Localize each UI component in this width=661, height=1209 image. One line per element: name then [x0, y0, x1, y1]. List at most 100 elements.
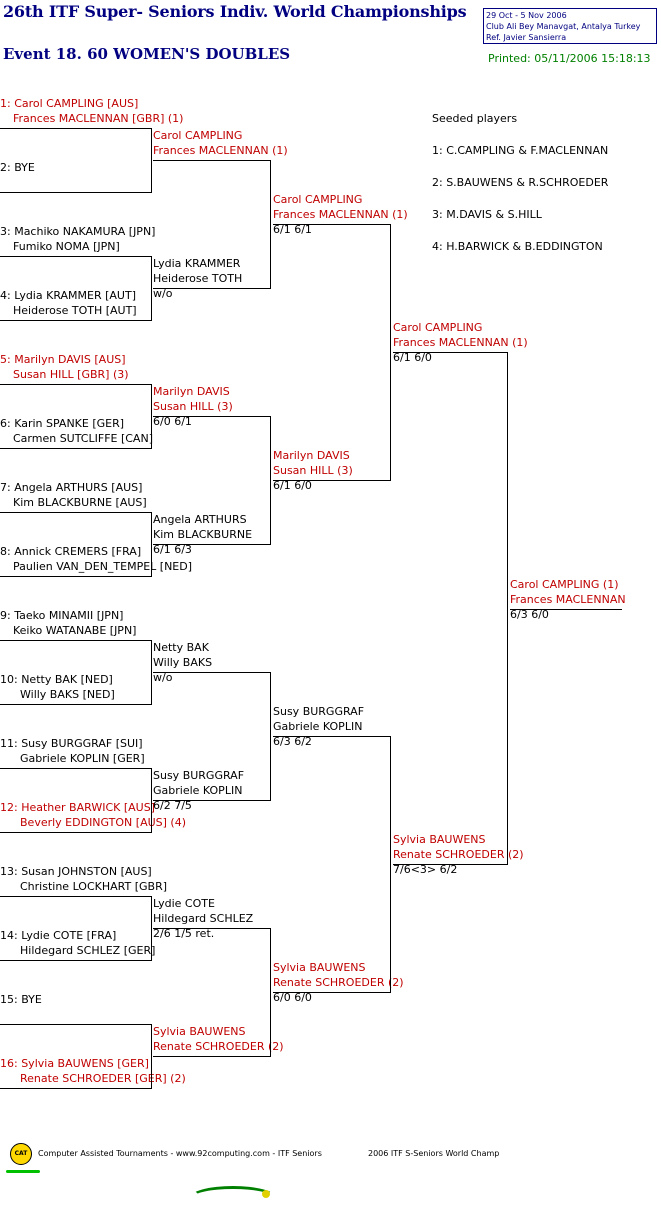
draw-connector-2: [151, 256, 152, 321]
round2-connector-1: [270, 160, 271, 289]
round2-entry-2-line2: Heiderose TOTH: [153, 272, 243, 285]
round2-entry-5-line2: Willy BAKS: [153, 656, 213, 669]
seed-3: 3: M.DAVIS & S.HILL: [432, 208, 542, 221]
round2-entry-3-line2: Susan HILL (3): [153, 400, 233, 413]
tournament-info-box: 29 Oct - 5 Nov 2006 Club Ali Bey Manavga…: [483, 8, 657, 44]
draw-entry-12-line2: Beverly EDDINGTON [AUS] (4): [20, 816, 186, 829]
draw-entry-6-line: [0, 448, 151, 449]
round2-entry-4-line1: Angela ARTHURS: [153, 513, 247, 526]
round2-entry-6-line1: Susy BURGGRAF: [153, 769, 245, 782]
draw-entry-9-line: [0, 640, 151, 641]
round2-entry-2-line1: Lydia KRAMMER: [153, 257, 241, 270]
seed-2: 2: S.BAUWENS & R.SCHROEDER: [432, 176, 609, 189]
draw-entry-13-line1: 13: Susan JOHNSTON [AUS]: [0, 865, 152, 878]
round2-entry-7-line2: Hildegard SCHLEZ: [153, 912, 254, 925]
final-entry-1-line2: Frances MACLENNAN: [510, 593, 626, 606]
quarterfinals-entry-2-line2: Susan HILL (3): [273, 464, 353, 477]
draw-entry-11-line: [0, 768, 151, 769]
info-dates: 29 Oct - 5 Nov 2006: [486, 11, 567, 20]
draw-entry-14-line1: 14: Lydie COTE [FRA]: [0, 929, 117, 942]
round2-entry-7-score: 2/6 1/5 ret.: [153, 927, 215, 940]
draw-entry-4-line: [0, 320, 151, 321]
draw-entry-6-line2: Carmen SUTCLIFFE [CAN]: [13, 432, 153, 445]
draw-connector-5: [151, 640, 152, 705]
bottom-logo-arc: [190, 1186, 276, 1209]
draw-entry-4-line2: Heiderose TOTH [AUT]: [13, 304, 137, 317]
final-entry-1-score: 6/3 6/0: [510, 608, 549, 621]
draw-entry-16-line: [0, 1088, 151, 1089]
bottom-logo-dot: [262, 1190, 270, 1198]
draw-entry-7-line2: Kim BLACKBURNE [AUS]: [13, 496, 147, 509]
round2-connector-3: [270, 672, 271, 801]
round2-connector-2: [270, 416, 271, 545]
round2-entry-7-line: [153, 928, 270, 929]
round2-entry-1-line2: Frances MACLENNAN (1): [153, 144, 288, 157]
round2-entry-4-score: 6/1 6/3: [153, 543, 192, 556]
event-title: Event 18. 60 WOMEN'S DOUBLES: [3, 45, 291, 63]
draw-connector-6: [151, 768, 152, 833]
round2-entry-5-line1: Netty BAK: [153, 641, 209, 654]
quarterfinals-entry-2-line: [273, 480, 390, 481]
round2-entry-1-line1: Carol CAMPLING: [153, 129, 243, 142]
round2-entry-5-score: w/o: [153, 671, 173, 684]
final-entry-1-line1: Carol CAMPLING (1): [510, 578, 619, 591]
quarterfinals-entry-1-score: 6/1 6/1: [273, 223, 312, 236]
semifinals-connector-1: [507, 352, 508, 865]
quarterfinals-entry-4-score: 6/0 6/0: [273, 991, 312, 1004]
draw-entry-12-line1: 12: Heather BARWICK [AUS]: [0, 801, 155, 814]
draw-entry-3-line1: 3: Machiko NAKAMURA [JPN]: [0, 225, 156, 238]
round2-connector-4: [270, 928, 271, 1057]
draw-entry-14-line2: Hildegard SCHLEZ [GER]: [20, 944, 156, 957]
round2-entry-3-score: 6/0 6/1: [153, 415, 192, 428]
round2-entry-1-line: [153, 160, 270, 161]
draw-connector-1: [151, 128, 152, 193]
round2-entry-8-line1: Sylvia BAUWENS: [153, 1025, 246, 1038]
draw-entry-16-line2: Renate SCHROEDER [GER] (2): [20, 1072, 186, 1085]
quarterfinals-entry-4-line1: Sylvia BAUWENS: [273, 961, 366, 974]
draw-connector-8: [151, 1024, 152, 1089]
draw-entry-1-line: [0, 128, 151, 129]
draw-entry-1-line1: 1: Carol CAMPLING [AUS]: [0, 97, 139, 110]
semifinals-entry-1-line1: Carol CAMPLING: [393, 321, 483, 334]
draw-entry-9-line2: Keiko WATANABE [JPN]: [13, 624, 137, 637]
draw-entry-8-line1: 8: Annick CREMERS [FRA]: [0, 545, 142, 558]
quarterfinals-connector-2: [390, 736, 391, 993]
round2-entry-7-line1: Lydie COTE: [153, 897, 215, 910]
draw-entry-7-line: [0, 512, 151, 513]
draw-entry-12-line: [0, 832, 151, 833]
draw-entry-7-line1: 7: Angela ARTHURS [AUS]: [0, 481, 143, 494]
quarterfinals-entry-3-line2: Gabriele KOPLIN: [273, 720, 363, 733]
semifinals-entry-2-line2: Renate SCHROEDER (2): [393, 848, 524, 861]
draw-entry-11-line2: Gabriele KOPLIN [GER]: [20, 752, 145, 765]
semifinals-entry-2-line: [393, 864, 507, 865]
draw-connector-3: [151, 384, 152, 449]
round2-entry-5-line: [153, 672, 270, 673]
info-venue: Club Ali Bey Manavgat, Antalya Turkey: [486, 22, 641, 31]
quarterfinals-connector-1: [390, 224, 391, 481]
final-entry-1-line: [510, 609, 622, 610]
draw-entry-15-line: [0, 1024, 151, 1025]
quarterfinals-entry-1-line: [273, 224, 390, 225]
round2-entry-3-line1: Marilyn DAVIS: [153, 385, 230, 398]
semifinals-entry-1-score: 6/1 6/0: [393, 351, 432, 364]
round2-entry-6-score: 6/2 7/5: [153, 799, 192, 812]
round2-entry-8-line: [153, 1056, 270, 1057]
draw-entry-13-line2: Christine LOCKHART [GBR]: [20, 880, 168, 893]
draw-entry-14-line: [0, 960, 151, 961]
seed-4: 4: H.BARWICK & B.EDDINGTON: [432, 240, 603, 253]
round2-entry-4-line2: Kim BLACKBURNE: [153, 528, 253, 541]
quarterfinals-entry-3-line: [273, 736, 390, 737]
draw-entry-5-line1: 5: Marilyn DAVIS [AUS]: [0, 353, 126, 366]
draw-entry-4-line1: 4: Lydia KRAMMER [AUT]: [0, 289, 136, 302]
round2-entry-8-line2: Renate SCHROEDER (2): [153, 1040, 284, 1053]
draw-entry-11-line1: 11: Susy BURGGRAF [SUI]: [0, 737, 143, 750]
cat-logo: CAT: [10, 1143, 32, 1165]
draw-entry-3-line: [0, 256, 151, 257]
quarterfinals-entry-1-line1: Carol CAMPLING: [273, 193, 363, 206]
draw-connector-4: [151, 512, 152, 577]
draw-entry-5-line: [0, 384, 151, 385]
round2-entry-2-line: [153, 288, 270, 289]
draw-entry-8-line2: Paulien VAN_DEN_TEMPEL [NED]: [13, 560, 193, 573]
seed-1: 1: C.CAMPLING & F.MACLENNAN: [432, 144, 609, 157]
draw-connector-7: [151, 896, 152, 961]
